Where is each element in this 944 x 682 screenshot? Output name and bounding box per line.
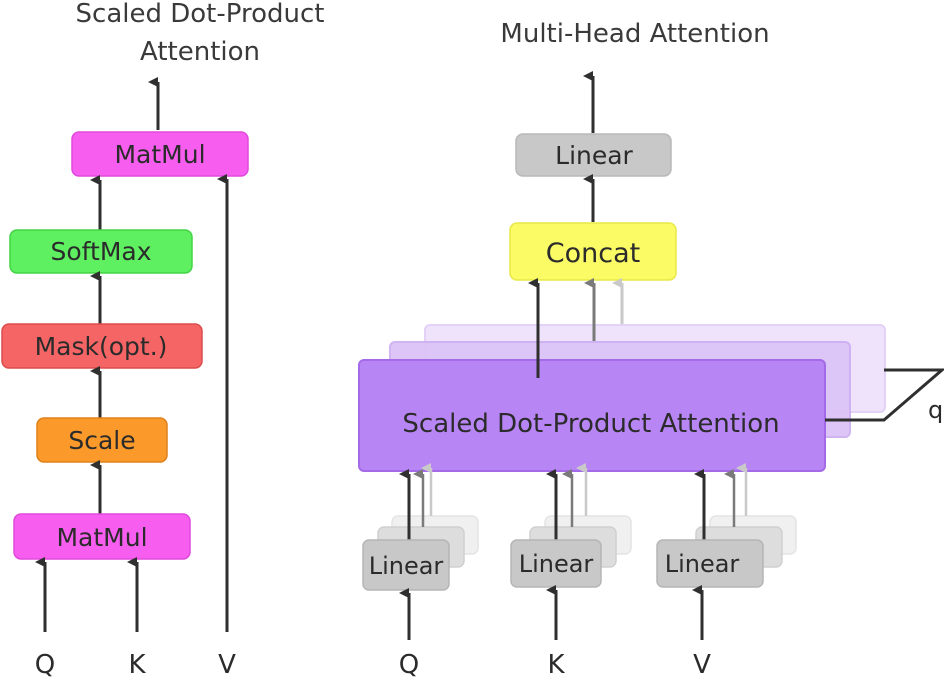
- right-k-label: K: [547, 650, 565, 680]
- matmul-bottom-block: MatMul: [13, 513, 191, 560]
- concat-label: Concat: [546, 238, 640, 269]
- linear-k-label: Linear: [519, 550, 594, 578]
- linear-top-label: Linear: [555, 141, 633, 170]
- matmul-top-label: MatMul: [114, 140, 205, 169]
- heads-count-label: q: [928, 396, 943, 424]
- scale-label: Scale: [68, 426, 135, 455]
- mask-block: Mask(opt.): [1, 323, 203, 369]
- linear-top-block: Linear: [515, 133, 672, 177]
- linear-v-label: Linear: [665, 550, 740, 578]
- left-v-label: V: [218, 650, 236, 680]
- multi-head-attention-diagram: Multi-Head Attention Linear Concat Scale…: [358, 19, 944, 680]
- attention-head-front: Scaled Dot-Product Attention: [358, 359, 826, 472]
- linear-v-stack: Linear: [656, 463, 797, 588]
- left-title-line1: Scaled Dot-Product: [76, 0, 325, 29]
- linear-k-stack: Linear: [510, 463, 632, 588]
- mask-label: Mask(opt.): [35, 332, 168, 361]
- left-k-label: K: [128, 650, 146, 680]
- softmax-block: SoftMax: [9, 229, 193, 274]
- linear-q-stack: Linear: [362, 463, 479, 591]
- right-title: Multi-Head Attention: [500, 19, 769, 49]
- scale-block: Scale: [36, 417, 168, 463]
- concat-block: Concat: [509, 222, 677, 281]
- left-q-label: Q: [35, 650, 55, 680]
- linear-q-label: Linear: [369, 552, 444, 580]
- softmax-label: SoftMax: [50, 237, 151, 266]
- matmul-bottom-label: MatMul: [56, 523, 147, 552]
- matmul-top-block: MatMul: [71, 131, 249, 177]
- attention-label: Scaled Dot-Product Attention: [402, 409, 779, 439]
- right-v-label: V: [693, 650, 711, 680]
- heads-bracket: [825, 368, 944, 422]
- scaled-dot-product-diagram: Scaled Dot-Product Attention MatMul Soft…: [1, 0, 325, 680]
- right-q-label: Q: [399, 650, 419, 680]
- left-title-line2: Attention: [140, 37, 260, 67]
